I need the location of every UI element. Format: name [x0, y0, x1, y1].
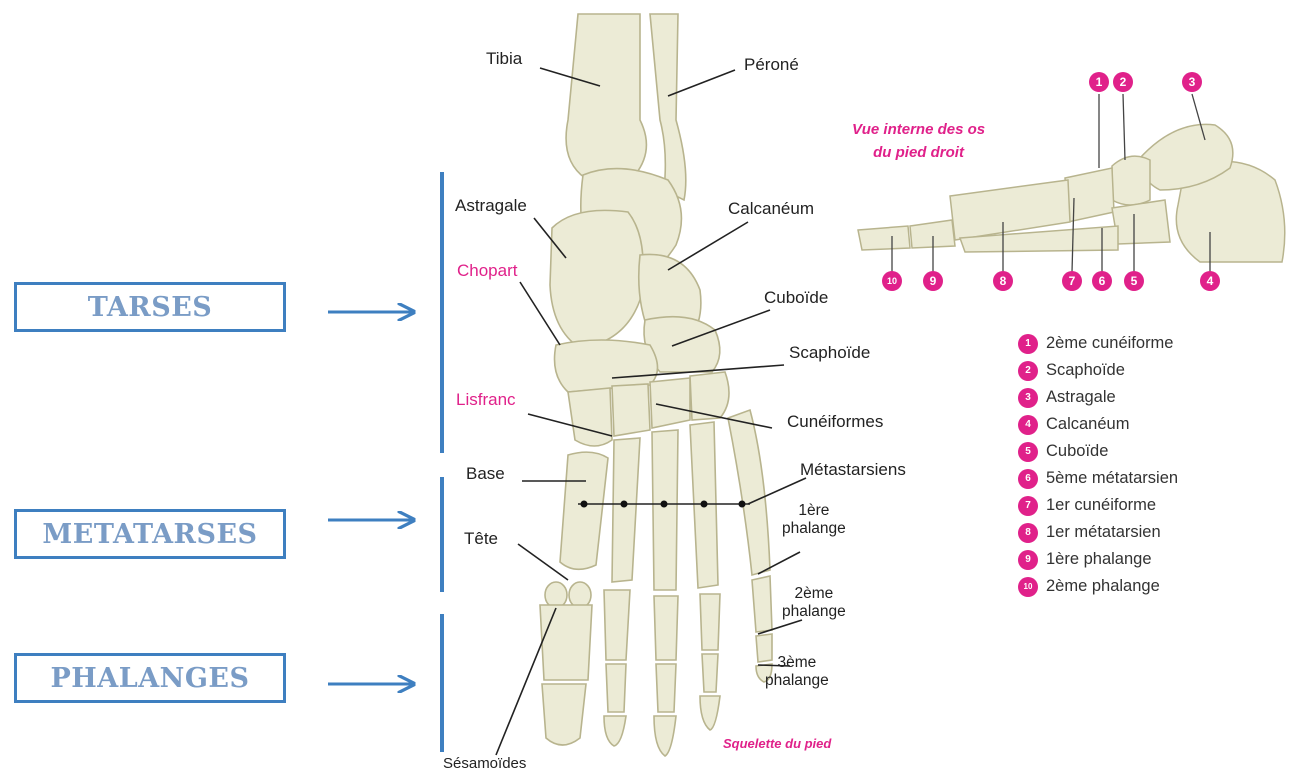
toe2-middle [606, 664, 626, 712]
legend-item: 5 Cuboïde [1018, 438, 1178, 465]
side-cuboid [1112, 200, 1170, 244]
legend-item: 6 5ème métatarsien [1018, 465, 1178, 492]
front-foot-bones [540, 14, 772, 756]
side-badge-6: 6 [1092, 271, 1112, 291]
side-badge-1: 1 [1089, 72, 1109, 92]
legend-item: 9 1ère phalange [1018, 546, 1178, 573]
metatarsal-2 [612, 438, 640, 582]
label-tete: Tête [464, 529, 498, 549]
label-metatarsiens: Métastarsiens [800, 460, 906, 480]
label-astragale: Astragale [455, 196, 527, 216]
side-badge-3: 3 [1182, 72, 1202, 92]
label-calcaneum: Calcanéum [728, 199, 814, 219]
side-badge-4: 4 [1200, 271, 1220, 291]
toe4-proximal [700, 594, 720, 650]
label-phalange-2: 2ème phalange [782, 585, 846, 621]
label-phalange-3: 3ème phalange [765, 654, 829, 690]
legend-number-badge: 4 [1018, 415, 1038, 435]
side-badge-7: 7 [1062, 271, 1082, 291]
legend-number-badge: 8 [1018, 523, 1038, 543]
legend-item: 1 2ème cunéiforme [1018, 330, 1178, 357]
side-phalanx-2 [858, 226, 910, 250]
side-badge-5: 5 [1124, 271, 1144, 291]
legend-number-badge: 1 [1018, 334, 1038, 354]
hallux-distal [542, 684, 586, 745]
tibia-bone [566, 14, 646, 178]
legend-text: Scaphoïde [1046, 361, 1125, 380]
label-base: Base [466, 464, 505, 484]
sesamoid-1 [545, 582, 567, 608]
label-lisfranc: Lisfranc [456, 390, 516, 410]
legend-text: 1er métatarsien [1046, 523, 1161, 542]
legend-number-badge: 3 [1018, 388, 1038, 408]
fibula-bone [650, 14, 686, 200]
legend-number-badge: 6 [1018, 469, 1038, 489]
metatarsal-3 [652, 430, 678, 590]
side-cuneiform [1065, 168, 1114, 222]
toe3-middle [656, 664, 676, 712]
front-view-caption: Squelette du pied [723, 736, 831, 751]
legend-text: Astragale [1046, 388, 1116, 407]
label-tibia: Tibia [486, 49, 522, 69]
category-arrows [328, 312, 412, 684]
side-badge-10: 10 [882, 271, 902, 291]
label-cuneiformes: Cunéiformes [787, 412, 883, 432]
legend-number-badge: 2 [1018, 361, 1038, 381]
metatarsal-1 [560, 452, 608, 569]
legend-item: 8 1er métatarsien [1018, 519, 1178, 546]
legend-number-badge: 9 [1018, 550, 1038, 570]
calcaneus-bone [550, 210, 643, 348]
legend-text: Cuboïde [1046, 442, 1108, 461]
hallux-proximal [540, 605, 592, 680]
legend-text: 1ère phalange [1046, 550, 1152, 569]
toe4-distal [700, 696, 720, 730]
toe5-proximal [752, 576, 772, 632]
legend-item: 10 2ème phalange [1018, 573, 1178, 600]
legend-number-badge: 7 [1018, 496, 1038, 516]
legend-item: 4 Calcanéum [1018, 411, 1178, 438]
legend-text: 1er cunéiforme [1046, 496, 1156, 515]
toe3-distal [654, 716, 676, 756]
label-phalange-1: 1ère phalange [782, 502, 846, 538]
side-view-legend: 1 2ème cunéiforme 2 Scaphoïde 3 Astragale 4… [1018, 330, 1178, 600]
metatarsal-5 [728, 410, 770, 575]
label-chopart: Chopart [457, 261, 517, 281]
legend-item: 3 Astragale [1018, 384, 1178, 411]
cuneiform-3 [650, 378, 690, 428]
label-cuboide: Cuboïde [764, 288, 828, 308]
label-scaphoide: Scaphoïde [789, 343, 870, 363]
label-perone: Péroné [744, 55, 799, 75]
side-view-caption: Vue interne des os du pied droit [852, 118, 985, 164]
toe4-middle [702, 654, 718, 692]
toe3-proximal [654, 596, 678, 660]
legend-text: Calcanéum [1046, 415, 1129, 434]
side-badge-2: 2 [1113, 72, 1133, 92]
legend-text: 2ème cunéiforme [1046, 334, 1173, 353]
toe2-distal [604, 716, 626, 746]
legend-text: 5ème métatarsien [1046, 469, 1178, 488]
side-badge-9: 9 [923, 271, 943, 291]
legend-item: 2 Scaphoïde [1018, 357, 1178, 384]
legend-item: 7 1er cunéiforme [1018, 492, 1178, 519]
sesamoid-2 [569, 582, 591, 608]
side-badge-8: 8 [993, 271, 1013, 291]
toe2-proximal [604, 590, 630, 660]
label-sesamoides: Sésamoïdes [443, 755, 526, 772]
side-navicular [1112, 156, 1150, 205]
legend-number-badge: 5 [1018, 442, 1038, 462]
legend-text: 2ème phalange [1046, 577, 1160, 596]
cuneiform-2 [612, 384, 650, 436]
cuneiform-1 [568, 388, 612, 446]
legend-number-badge: 10 [1018, 577, 1038, 597]
